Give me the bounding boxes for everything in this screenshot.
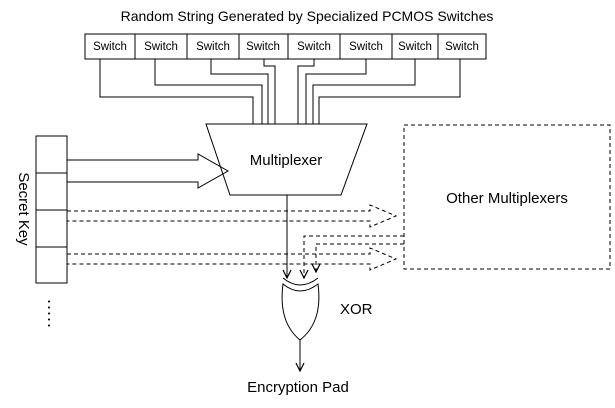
switch-label-2: Switch <box>144 41 178 53</box>
switch-wire-2 <box>154 59 263 124</box>
other-to-xor-line-1 <box>304 235 404 278</box>
secret-key-label: Secret Key <box>15 172 32 246</box>
diagram-title: Random String Generated by Specialized P… <box>121 8 494 24</box>
key-to-other-arrow-2 <box>67 247 398 271</box>
switch-label-1: Switch <box>93 41 127 53</box>
switch-wires <box>99 59 461 124</box>
switch-wire-5 <box>297 59 315 124</box>
switch-labels: Switch Switch Switch Switch Switch Switc… <box>93 41 479 53</box>
switch-wire-7 <box>312 59 416 124</box>
other-multiplexers-label: Other Multiplexers <box>446 190 568 207</box>
switch-wire-8 <box>318 59 461 124</box>
switch-label-5: Switch <box>297 41 331 53</box>
switch-label-4: Switch <box>246 41 280 53</box>
xor-label: XOR <box>340 301 373 318</box>
switch-wire-3 <box>210 59 269 124</box>
other-to-xor-line-2 <box>316 243 404 272</box>
multiplexer-label: Multiplexer <box>250 152 323 169</box>
encryption-pad-label: Encryption Pad <box>247 379 349 396</box>
switch-label-3: Switch <box>196 41 230 53</box>
switch-label-7: Switch <box>398 41 432 53</box>
ellipsis-dots: ..... <box>44 299 64 329</box>
xor-gate <box>281 277 320 341</box>
switch-wire-6 <box>305 59 367 124</box>
key-to-other-arrow-1 <box>67 204 398 228</box>
secret-key-register <box>35 135 68 284</box>
switch-wire-1 <box>99 59 254 124</box>
key-to-mux-arrow <box>67 153 230 189</box>
switch-wire-4 <box>263 59 276 124</box>
multiplexer-shape <box>205 123 368 196</box>
switch-label-6: Switch <box>349 41 383 53</box>
switch-label-8: Switch <box>445 41 479 53</box>
switch-box-8 <box>437 33 487 60</box>
